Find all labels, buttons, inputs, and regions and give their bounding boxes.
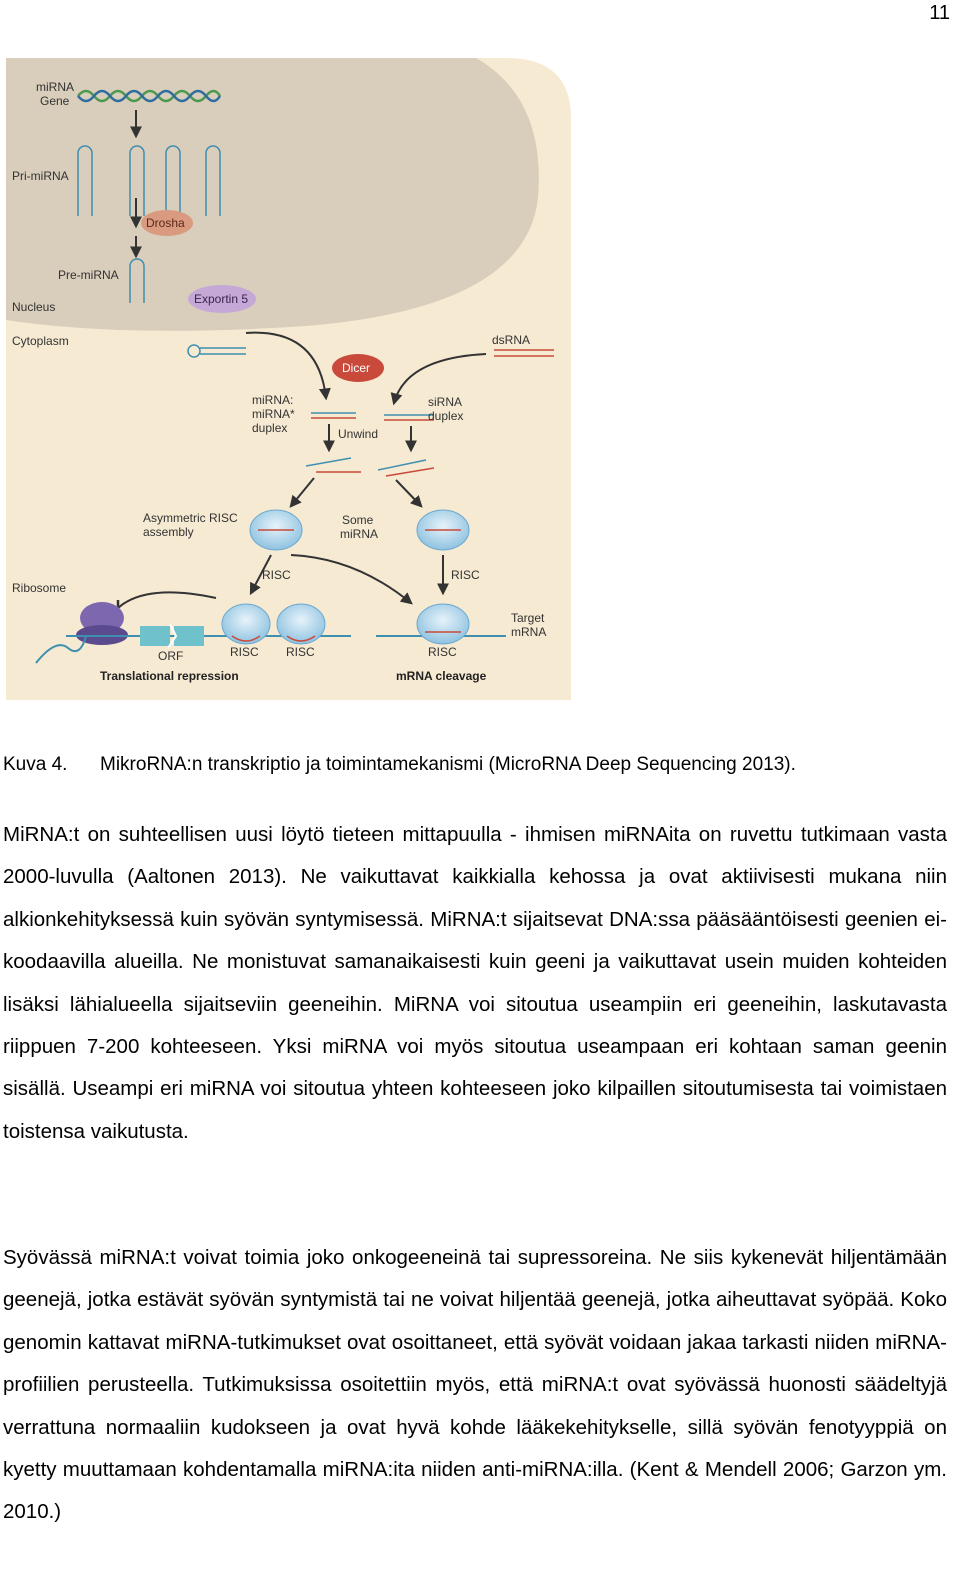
caption-text: MikroRNA:n transkriptio ja toimintamekan… [100,754,796,775]
figure-label-risc-1: RISC [262,568,291,582]
orf-segment [140,623,204,649]
nucleus-region [6,58,539,331]
figure-label-risc-4: RISC [286,645,315,659]
figure-label-cytoplasm: Cytoplasm [12,334,69,348]
figure-label-pre-mirna: Pre-miRNA [58,268,119,282]
figure-label-dicer: Dicer [342,361,370,375]
figure-label-unwind: Unwind [338,427,378,441]
figure-label-exportin: Exportin 5 [194,292,248,306]
risc-complex-lower-3 [416,603,470,645]
figure-label-translational-repression: Translational repression [100,669,239,683]
caption-label: Kuva 4. [3,754,68,775]
figure-label-risc-5: RISC [428,645,457,659]
figure-label-pri-mirna: Pri-miRNA [12,169,69,183]
risc-complex-upper-left [249,509,303,551]
figure-label-mirna-duplex: miRNA:miRNA*duplex [252,393,295,435]
dicer-enzyme [332,354,384,382]
drosha-enzyme [141,210,193,236]
pre-mirna-hairpin [129,258,145,303]
body-paragraph-1: MiRNA:t on suhteellisen uusi löytö tiete… [3,823,947,1143]
figure-label-drosha: Drosha [146,216,185,230]
risc-complex-lower-1 [221,603,271,645]
figure-label-ribosome: Ribosome [12,581,66,595]
figure-label-nucleus: Nucleus [12,300,55,314]
figure-label-orf: ORF [158,649,183,663]
figure-label-risc-2: RISC [451,568,480,582]
exportin-5-protein [188,285,256,313]
figure-label-risc-3: RISC [230,645,259,659]
dna-helix-icon [77,89,222,103]
figure-caption: Kuva 4. MikroRNA:n transkriptio ja toimin… [3,754,796,776]
risc-complex-lower-2 [276,603,326,645]
body-paragraph-2: Syövässä miRNA:t voivat toimia joko onko… [3,1246,947,1524]
risc-complex-upper-right [416,509,470,551]
figure-label-dsrna: dsRNA [492,333,530,347]
pri-mirna-hairpins [77,145,221,216]
page-number: 11 [929,2,950,24]
figure-label-mrna-cleavage: mRNA cleavage [396,669,487,683]
